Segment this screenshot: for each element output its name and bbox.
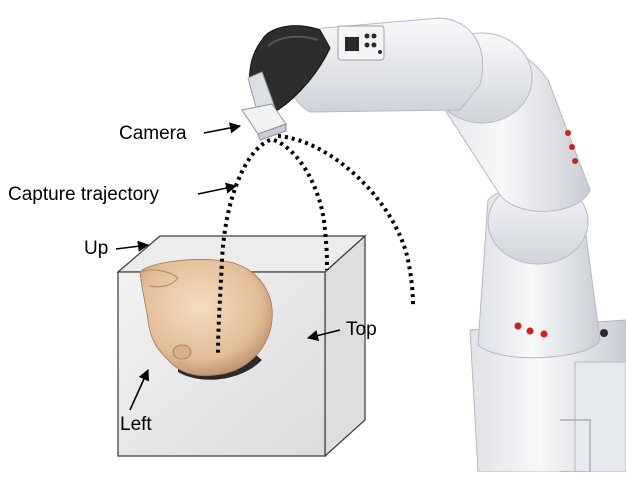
robot-control-panel (338, 26, 384, 60)
red-indicator (572, 158, 578, 164)
robot-port (345, 37, 359, 51)
red-indicator (541, 331, 548, 338)
head-ear (173, 345, 191, 359)
arrow-up (116, 245, 148, 249)
label-capture-trajectory: Capture trajectory (8, 184, 160, 205)
label-left: Left (120, 414, 152, 435)
robot-port (365, 34, 370, 39)
label-top: Top (346, 319, 377, 340)
box-right-face (325, 236, 365, 456)
robot-port (372, 43, 377, 48)
label-capture-trajectory-group: Capture trajectory (8, 184, 236, 205)
label-up: Up (84, 238, 108, 259)
red-indicator (527, 328, 534, 335)
robot-base-connector (600, 329, 608, 337)
arrow-capture-trajectory (198, 186, 236, 194)
robot-base-panel (575, 362, 626, 472)
label-camera-group: Camera (119, 123, 240, 144)
red-indicator (569, 144, 575, 150)
label-camera: Camera (119, 123, 187, 144)
robot-port (372, 34, 377, 39)
robot-port (365, 43, 370, 48)
arrow-camera (204, 126, 240, 133)
robot-port (378, 50, 382, 54)
red-indicator (565, 130, 571, 136)
red-indicator (515, 323, 522, 330)
